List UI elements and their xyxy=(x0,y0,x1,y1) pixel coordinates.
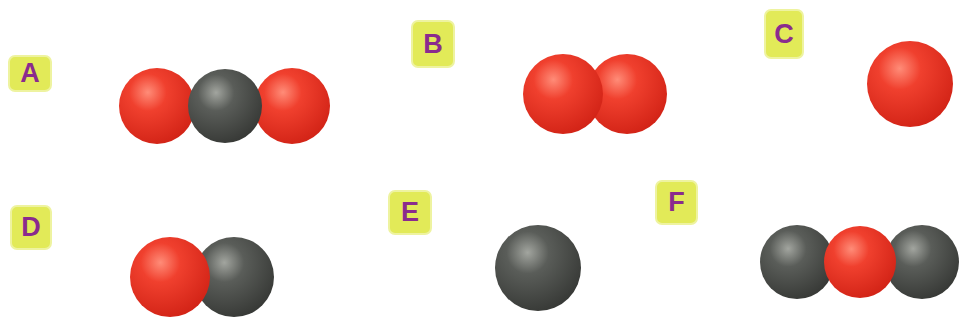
label-badge: F xyxy=(655,180,698,225)
label-badge: B xyxy=(411,20,455,68)
red-atom xyxy=(867,41,953,127)
panel-letter: F xyxy=(668,189,685,216)
red-atom xyxy=(119,68,195,144)
panel-letter: A xyxy=(20,60,40,87)
molecule-b xyxy=(523,54,667,134)
molecule-d xyxy=(130,237,274,317)
label-badge: C xyxy=(764,9,804,59)
molecule-f xyxy=(760,225,959,299)
red-atom xyxy=(254,68,330,144)
label-badge: A xyxy=(8,55,52,92)
grey-atom xyxy=(760,225,834,299)
red-atom xyxy=(824,226,896,298)
grey-atom xyxy=(495,225,581,311)
label-badge: D xyxy=(10,205,52,250)
red-atom xyxy=(130,237,210,317)
red-atom xyxy=(523,54,603,134)
panel-letter: E xyxy=(401,199,419,226)
panel-letter: C xyxy=(774,21,794,48)
molecule-e xyxy=(495,225,581,311)
grey-atom xyxy=(188,69,262,143)
label-badge: E xyxy=(388,190,432,235)
panel-letter: D xyxy=(21,214,41,241)
panel-letter: B xyxy=(423,31,443,58)
molecule-c xyxy=(867,41,953,127)
molecule-a xyxy=(119,68,330,144)
grey-atom xyxy=(885,225,959,299)
